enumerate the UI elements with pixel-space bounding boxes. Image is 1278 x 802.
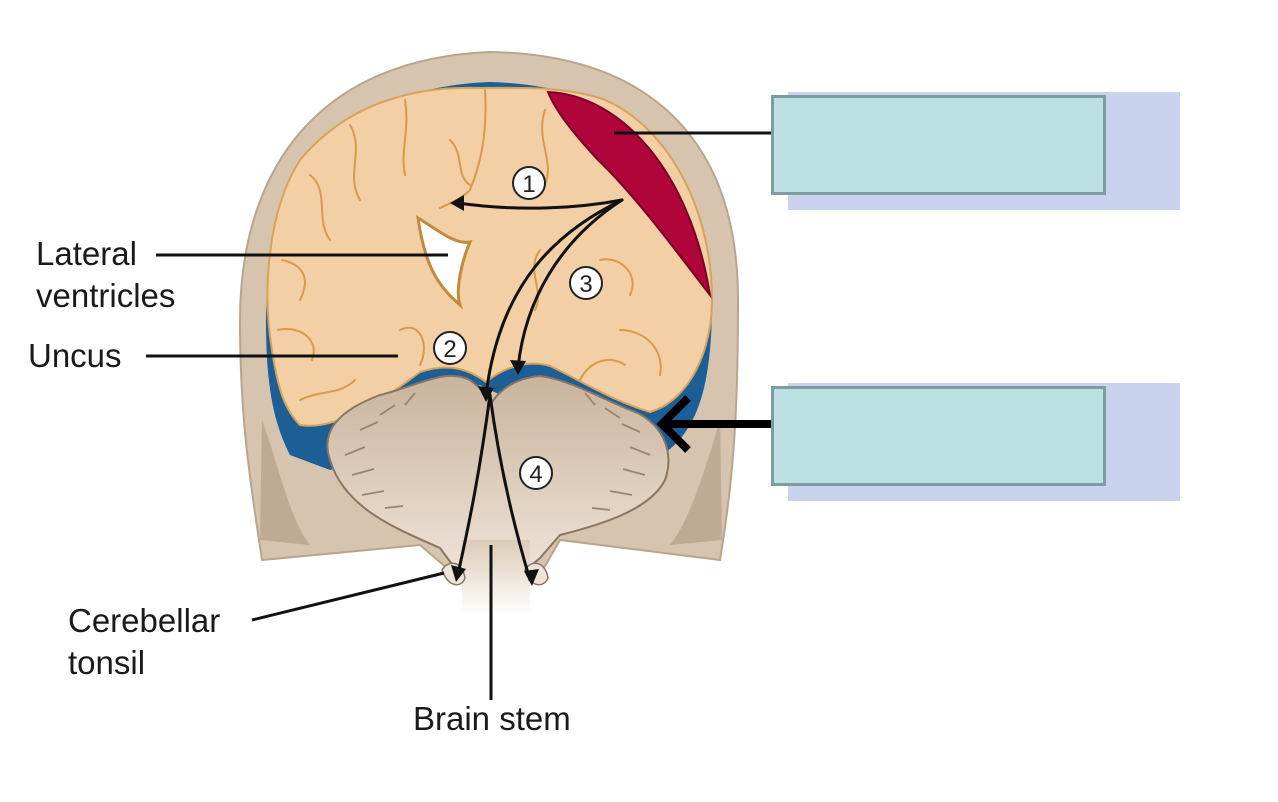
epidural-hematoma xyxy=(546,90,712,299)
marker-2: 2 xyxy=(433,331,467,365)
answer-box-tentorium[interactable] xyxy=(771,386,1106,486)
marker-3: 3 xyxy=(569,266,603,300)
answer-box-hematoma[interactable] xyxy=(771,95,1106,195)
svg-text:3: 3 xyxy=(579,271,592,298)
herniation-arrows xyxy=(456,198,624,582)
lateral-ventricle-shape xyxy=(416,215,473,310)
label-lateral-line2: ventricles xyxy=(36,277,176,314)
svg-text:4: 4 xyxy=(529,461,542,488)
label-brain-stem: Brain stem xyxy=(413,700,571,737)
label-cerebellar-tonsil: Cerebellar tonsil xyxy=(68,600,220,684)
label-cerebellar-line2: tonsil xyxy=(68,644,146,681)
cerebellar-folia xyxy=(344,392,651,511)
tentorium-pointer-arrow xyxy=(656,395,772,453)
label-cerebellar-line1: Cerebellar xyxy=(68,602,221,639)
label-lateral-ventricles: Lateral ventricles xyxy=(36,233,175,317)
svg-text:1: 1 xyxy=(522,171,535,198)
svg-text:2: 2 xyxy=(443,336,456,363)
brain-stem-shape xyxy=(462,540,530,615)
arrowheads xyxy=(450,195,539,586)
marker-1: 1 xyxy=(512,166,546,200)
leader-lines xyxy=(146,131,772,700)
label-lateral-line1: Lateral xyxy=(36,235,137,272)
label-uncus: Uncus xyxy=(28,337,122,374)
marker-4: 4 xyxy=(519,456,553,490)
cerebral-hemispheres xyxy=(266,86,714,427)
